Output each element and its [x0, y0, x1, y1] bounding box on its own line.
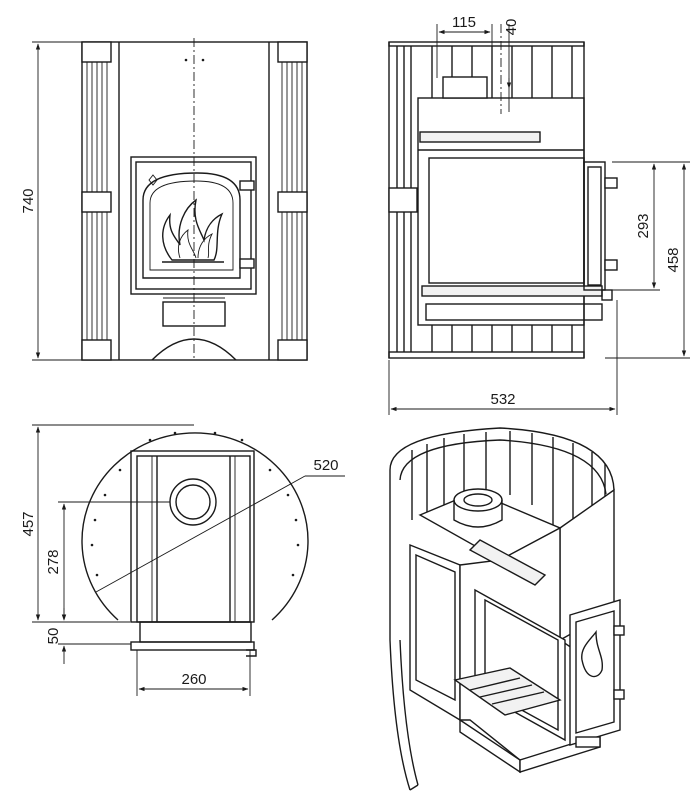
dim-side-door-height: 293: [635, 213, 652, 238]
dim-side-top-width: 115: [452, 14, 476, 31]
plan-circle-dots: [90, 431, 300, 577]
dim-plan-diameter: 520: [313, 457, 338, 474]
plan-view: 520 457 278 50 260: [20, 424, 345, 696]
side-view: 115 40 293 458 532: [388, 14, 690, 415]
isometric-view: [389, 427, 625, 791]
flame-ornament: [162, 198, 224, 263]
dim-side-depth: 532: [490, 391, 515, 408]
dim-plan-door-offset: 50: [45, 628, 62, 645]
dim-side-total-height: 458: [665, 247, 682, 272]
dim-plan-depth: 457: [20, 511, 37, 536]
iso-shell-bars: [411, 431, 606, 525]
front-view: 740: [20, 38, 308, 361]
dim-front-height: 740: [20, 188, 37, 213]
front-left-ribs: [86, 62, 108, 340]
iso-grate: [453, 667, 562, 716]
dim-plan-door-width: 260: [181, 671, 206, 688]
dim-plan-flue-offset: 278: [45, 549, 62, 574]
dim-side-top-offset: 40: [503, 19, 520, 36]
side-bottom-bars: [396, 318, 573, 352]
front-right-ribs: [281, 62, 303, 340]
